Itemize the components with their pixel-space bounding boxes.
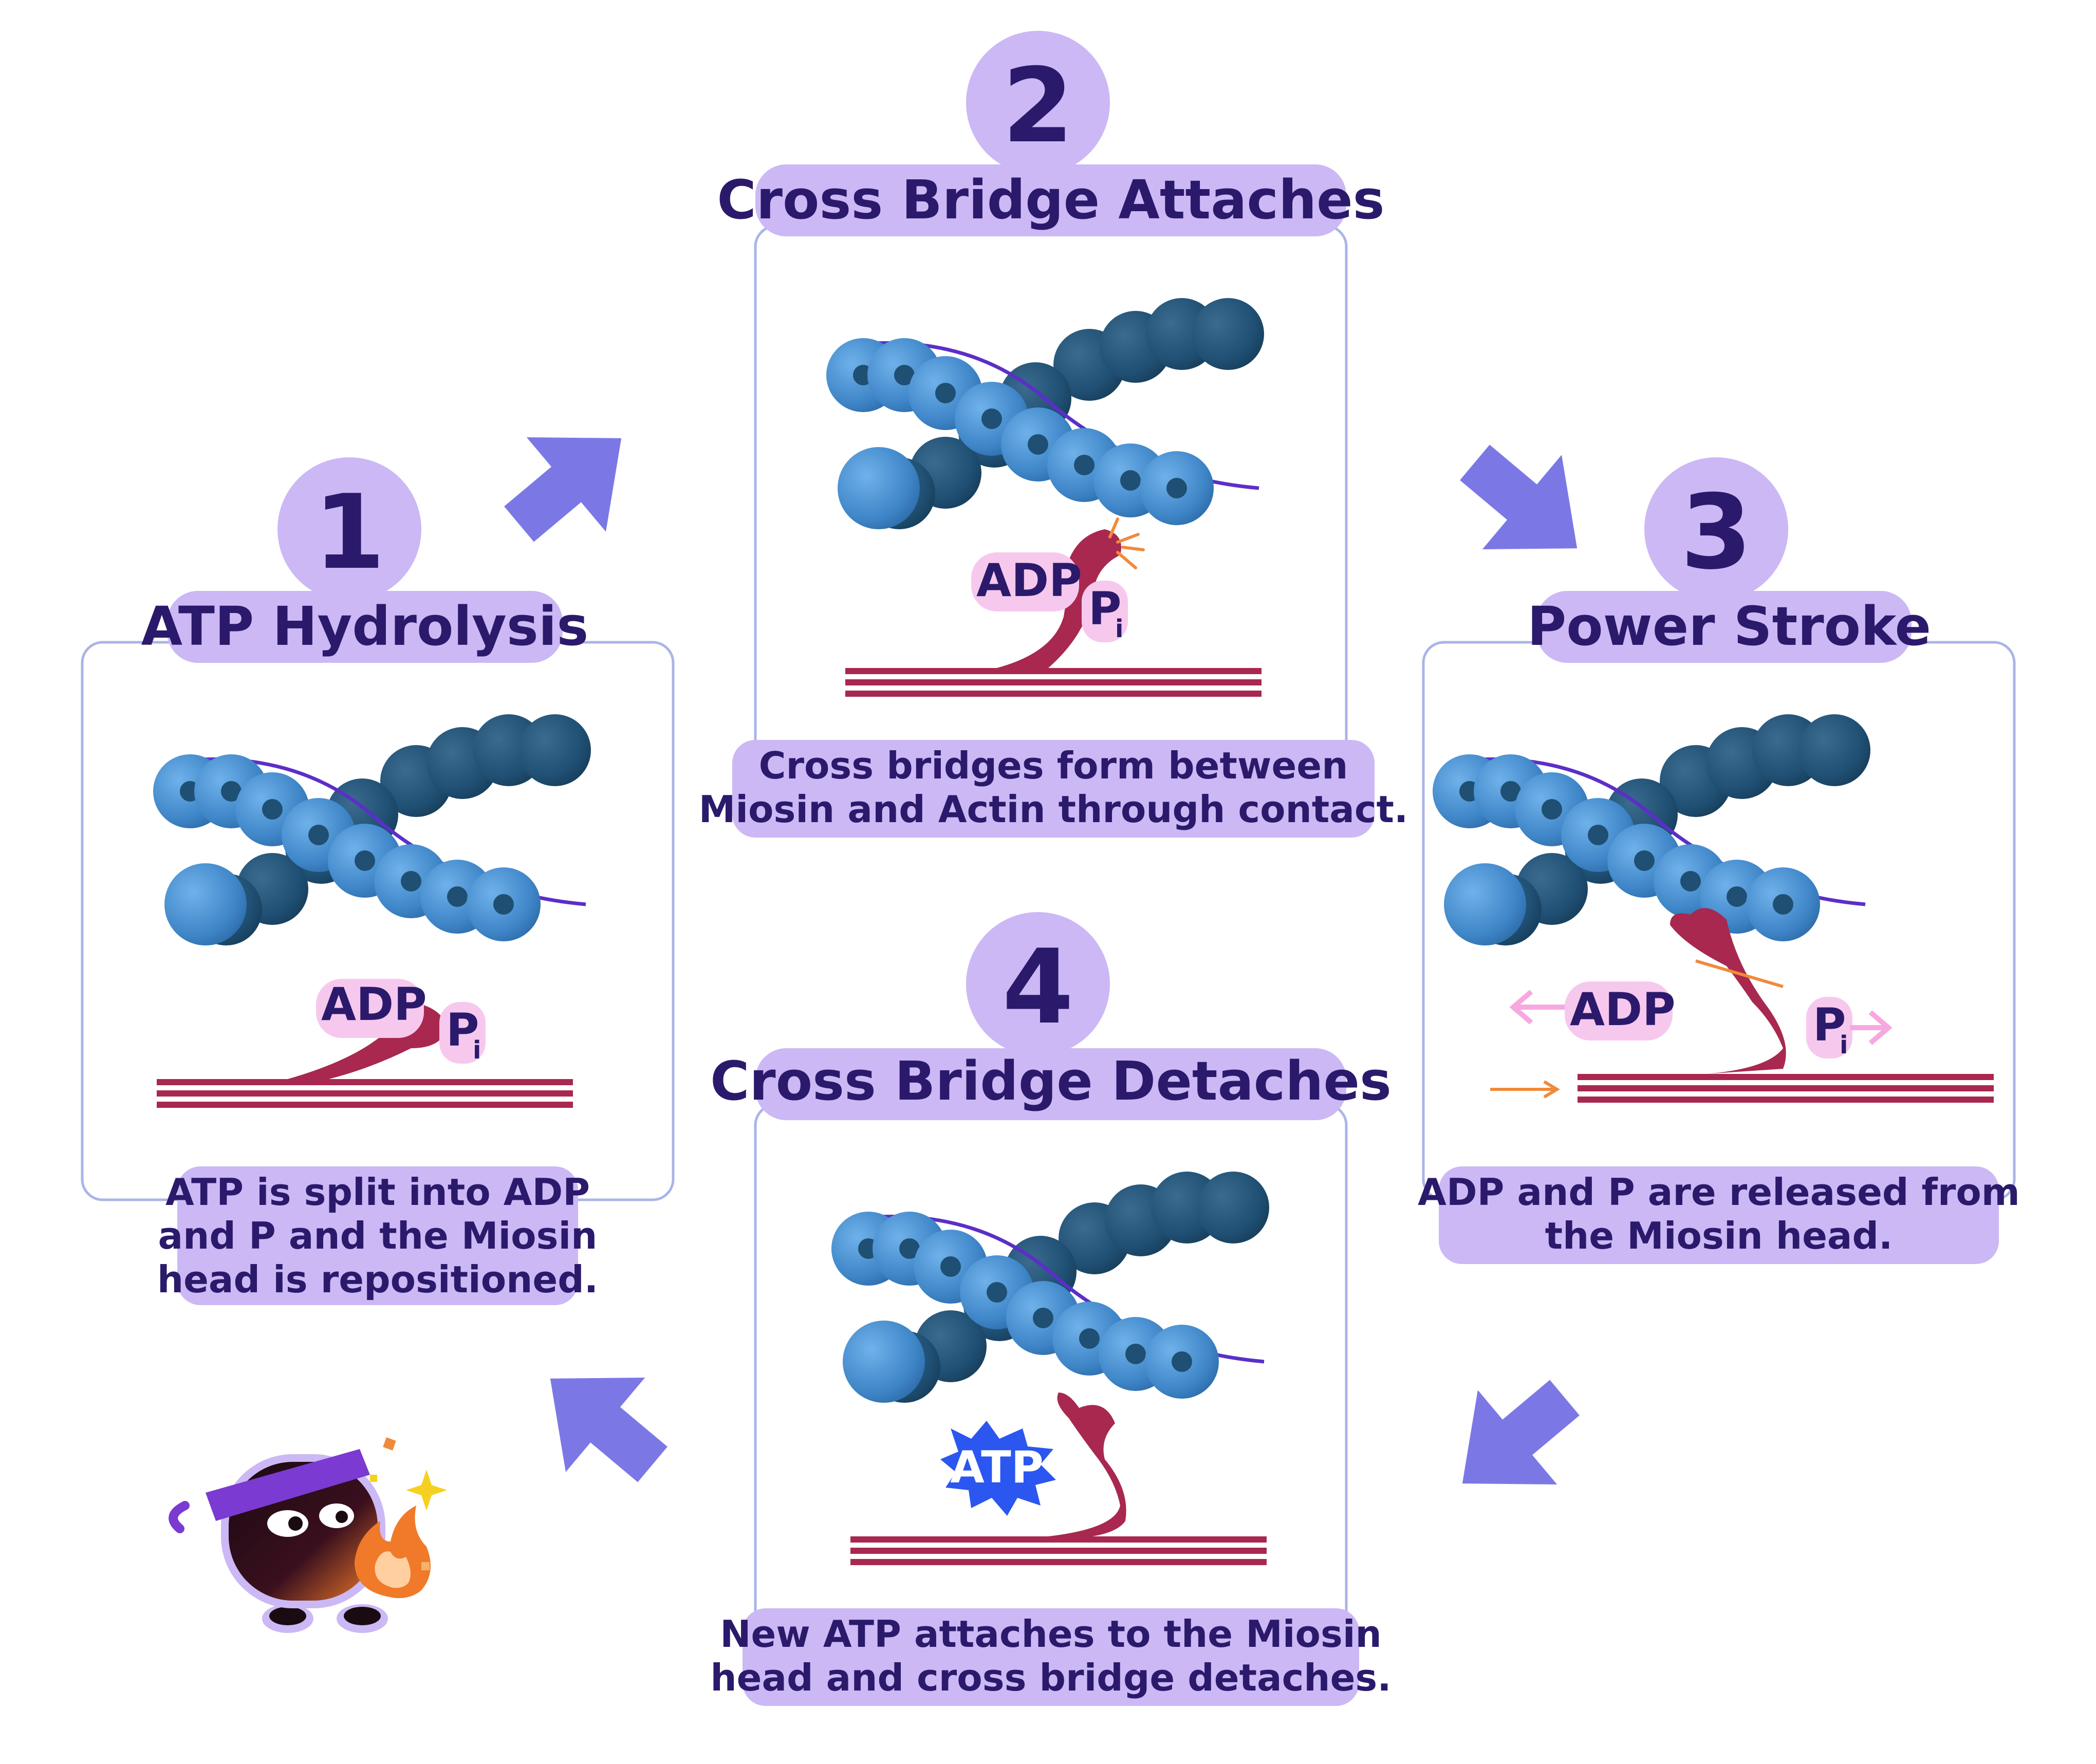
step-1-number: 1 [313, 473, 385, 592]
atp-label: ATP [950, 1442, 1044, 1493]
adp-label: ADP [976, 554, 1082, 607]
step-4-number: 4 [1002, 927, 1073, 1047]
step-3-desc-line: the Miosin head. [1545, 1214, 1893, 1257]
step-4-title: Cross Bridge Detaches [710, 1050, 1392, 1112]
step-3-title: Power Stroke [1527, 595, 1931, 658]
actin-bead-core [1028, 434, 1048, 455]
panel-1-parts: ADP P i [157, 978, 573, 1108]
actin-bead-core [1033, 1308, 1053, 1328]
actin-bead [1444, 863, 1526, 945]
actin-bead-dark [1798, 714, 1870, 786]
actin-bead-core [1125, 1344, 1146, 1364]
actin-bead-core [940, 1256, 961, 1277]
sparkle-icon [406, 1470, 447, 1511]
actin-bead-dark [1197, 1172, 1269, 1243]
actin-bead-core [1680, 871, 1701, 892]
arrow-icon [479, 391, 661, 571]
actin-bead-core [1727, 886, 1747, 907]
actin-bead-core [1542, 799, 1562, 820]
step-3-desc-line: ADP and P are released from [1418, 1171, 2020, 1214]
step-3-header: 3 Power Stroke [1527, 457, 1931, 663]
step-2-title: Cross Bridge Attaches [717, 169, 1384, 231]
phosphate-subscript: i [1840, 1031, 1848, 1060]
actin-bead-core [308, 825, 329, 845]
actin-bead [164, 863, 247, 945]
step-1-desc-line: ATP is split into ADP [165, 1171, 590, 1214]
panel-4-parts: ATP [850, 1392, 1267, 1565]
actin-bead-core [1074, 455, 1095, 475]
panel-2-parts: ADP P i [845, 519, 1262, 697]
actin-bead-core [935, 383, 956, 403]
step-2-number: 2 [1002, 46, 1073, 166]
adp-label: ADP [321, 978, 427, 1031]
actin-bead-core [1588, 825, 1608, 845]
actin-bead [838, 447, 920, 529]
actin-bead-core [355, 850, 375, 871]
actin-bead-core [262, 799, 283, 820]
step-1-description: ATP is split into ADP and P and the Mios… [157, 1166, 598, 1305]
step-1-desc-line: and P and the Miosin [158, 1214, 598, 1257]
adp-label: ADP [1570, 983, 1676, 1036]
arrow-icon [1423, 1350, 1604, 1531]
illustration-1 [153, 714, 591, 945]
arrow-icon [511, 1331, 692, 1512]
actin-bead-core [987, 1282, 1007, 1303]
actin-bead [843, 1321, 925, 1403]
actin-bead-core [1172, 1351, 1192, 1372]
step-3-description: ADP and P are released from the Miosin h… [1418, 1166, 2020, 1264]
step-4-desc-line: New ATP attaches to the Miosin [720, 1612, 1382, 1656]
actin-bead-core [1166, 478, 1187, 498]
actin-bead-core [1773, 894, 1793, 915]
actin-bead-dark [519, 714, 591, 786]
phosphate-subscript: i [473, 1036, 481, 1065]
illustration-2 [826, 298, 1264, 529]
actin-bead-core [1634, 850, 1655, 871]
step-1-title: ATP Hydrolysis [141, 595, 589, 658]
step-4-desc-line: head and cross bridge detaches. [710, 1656, 1391, 1699]
step-1-desc-line: head is repositioned. [157, 1258, 598, 1301]
actin-bead-core [1120, 470, 1141, 491]
step-4-description: New ATP attaches to the Miosin head and … [710, 1608, 1391, 1706]
actin-bead-core [981, 408, 1002, 429]
step-3-number: 3 [1680, 473, 1752, 592]
actin-bead-core [401, 871, 421, 892]
step-2-header: 2 Cross Bridge Attaches [717, 31, 1384, 236]
step-1-header: 1 ATP Hydrolysis [141, 457, 589, 663]
panel-3-parts: ADP P i [1490, 908, 1994, 1103]
step-2-desc-line: Miosin and Actin through contact. [699, 788, 1408, 831]
mascot-icon [173, 1437, 447, 1633]
myosin-head [1048, 1392, 1126, 1539]
arrow-icon [1435, 415, 1617, 596]
phosphate-subscript: i [1115, 615, 1123, 643]
illustration-4 [831, 1172, 1269, 1403]
step-2-description: Cross bridges form between Miosin and Ac… [699, 740, 1408, 838]
step-4-header: 4 Cross Bridge Detaches [710, 912, 1392, 1120]
illustration-3 [1433, 714, 1870, 945]
step-2-desc-line: Cross bridges form between [759, 744, 1348, 787]
actin-bead-core [493, 894, 514, 915]
actin-bead-core [1079, 1328, 1100, 1349]
actin-bead-dark [1192, 298, 1264, 370]
actin-bead-core [447, 886, 468, 907]
